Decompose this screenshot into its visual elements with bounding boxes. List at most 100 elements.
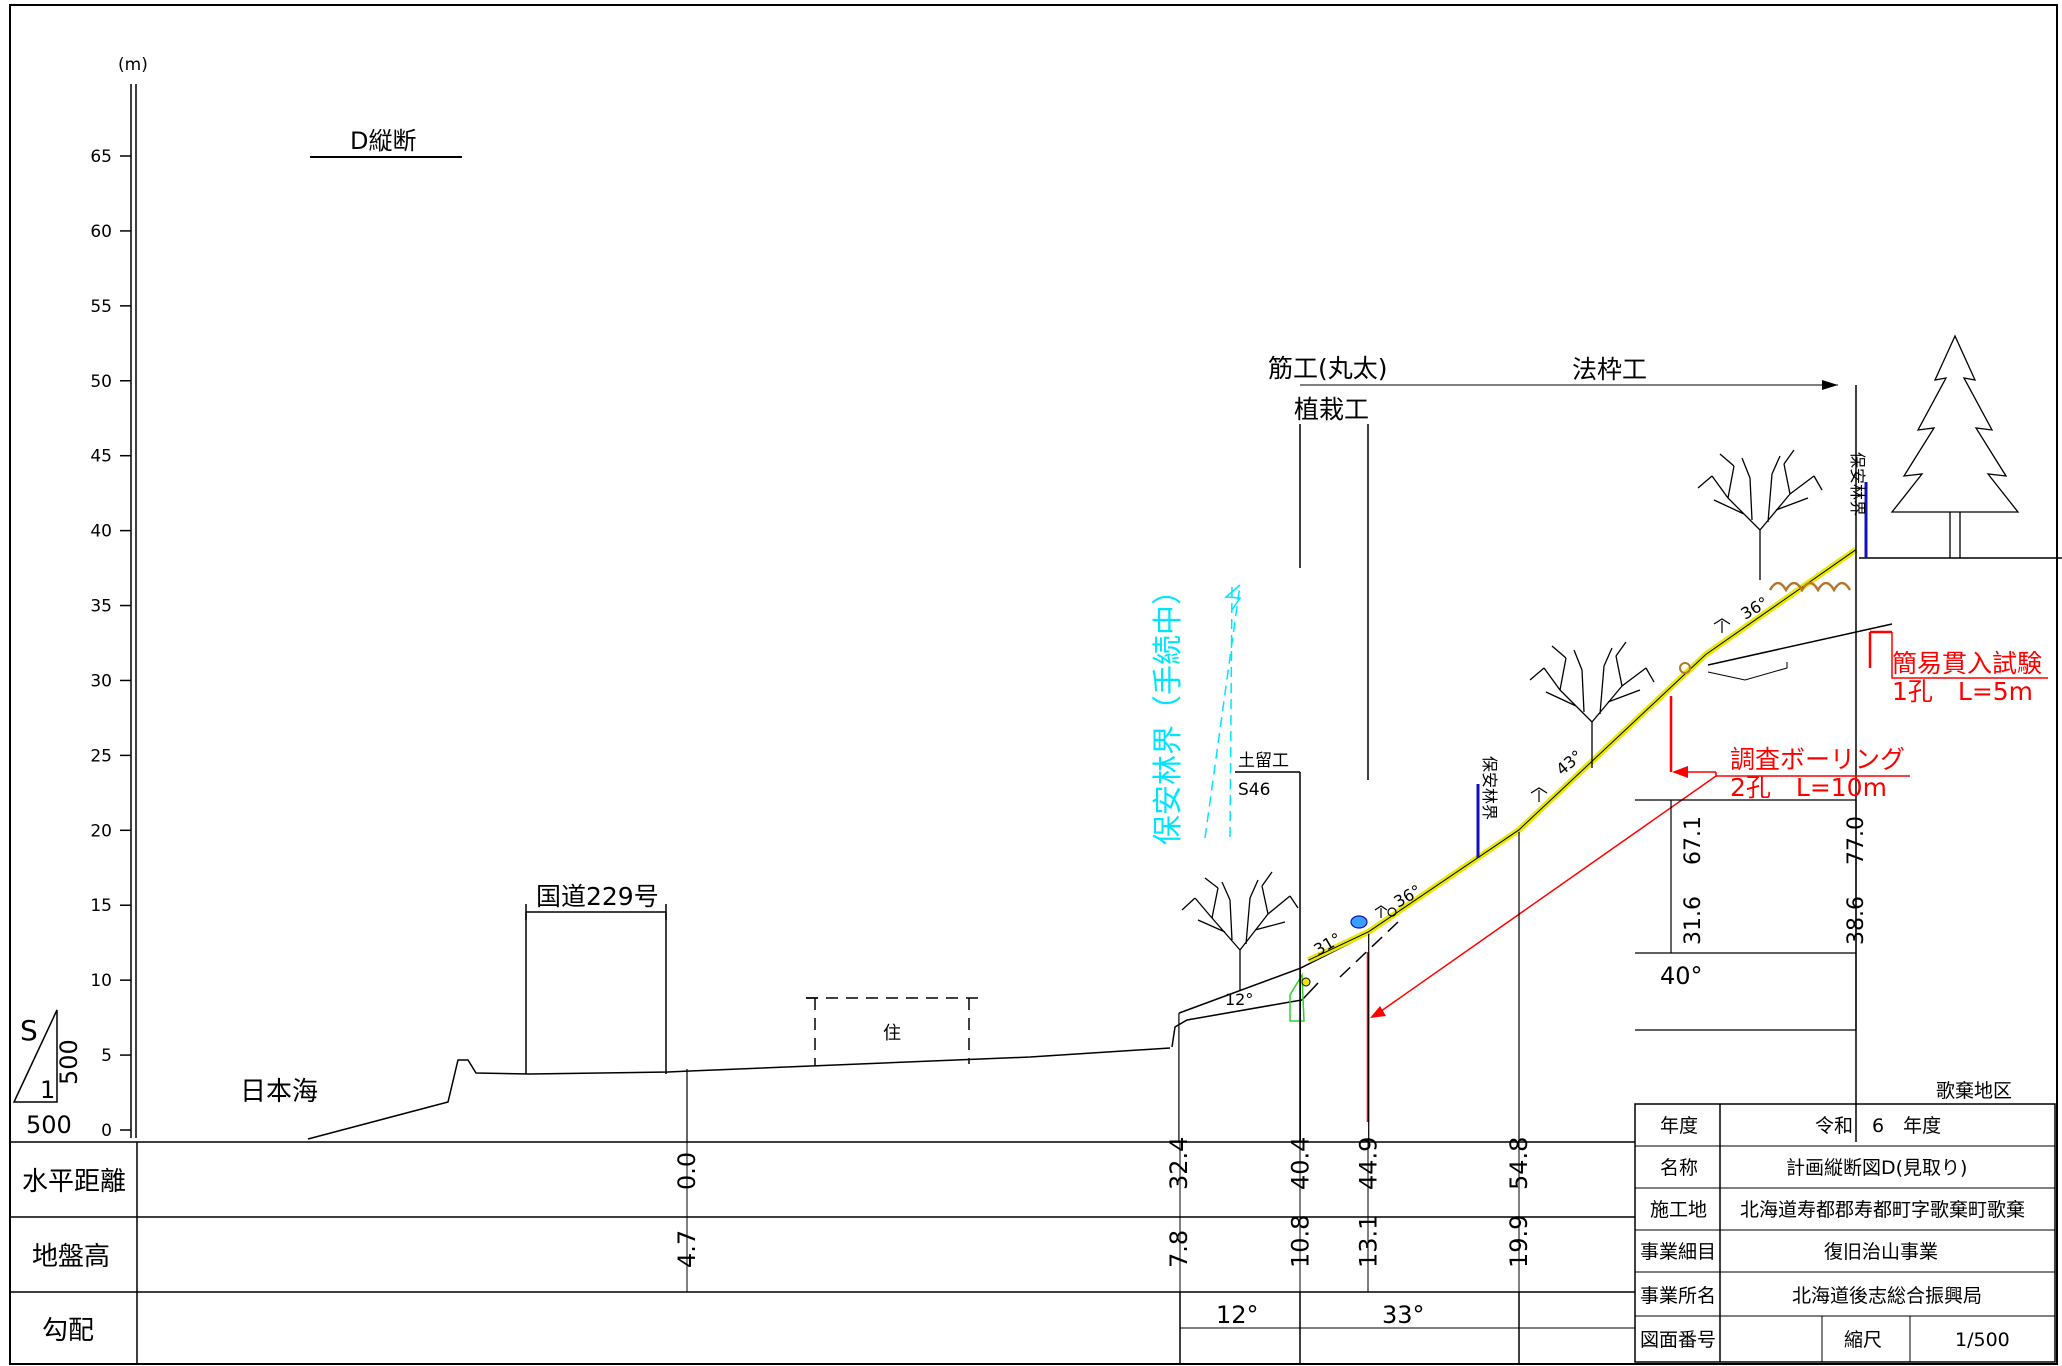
- elevation-tick-label: 40: [90, 522, 112, 542]
- work-line1-label: 筋工(丸太): [1268, 354, 1388, 383]
- tb-value-site: 北海道寿都郡寿都町字歌棄町歌棄: [1740, 1199, 2025, 1221]
- scale-triangle: S 1 500 500: [12, 1009, 83, 1139]
- elevation-tick-label: 65: [90, 147, 112, 167]
- svg-text:36°: 36°: [1391, 881, 1425, 912]
- station-lines: [686, 831, 1520, 1142]
- drawing-title: D縦断: [350, 127, 416, 155]
- penetration-test: 簡易貫入試験 1孔 L=5m: [1868, 630, 2048, 706]
- frame-work-label: 法枠工: [1572, 355, 1647, 384]
- conifer-tree: [1890, 334, 2020, 558]
- forest-boundary-pending-label: 保安林界（手続中）: [1151, 575, 1186, 845]
- distance-value: 44.9: [1355, 1137, 1383, 1190]
- boring-survey: 調査ボーリング 2孔 L=10m: [1366, 696, 1910, 1122]
- national-road: 国道229号: [525, 882, 667, 1074]
- elevation-tick-label: 60: [90, 222, 112, 242]
- row-label-gradient: 勾配: [42, 1316, 94, 1346]
- house-label: 住: [883, 1023, 901, 1044]
- tb-value-year: 令和 6 年度: [1815, 1115, 1941, 1137]
- svg-text:12°: 12°: [1225, 990, 1253, 1009]
- elevation-tick-label: 35: [90, 597, 112, 617]
- distance-value: 32.4: [1165, 1137, 1193, 1190]
- tree-middle: [1529, 641, 1655, 768]
- residence: 住: [806, 997, 980, 1066]
- elevation-tick-label: 50: [90, 372, 112, 392]
- aux-dist-1: 67.1: [1681, 816, 1706, 865]
- elevation-tick-label: 45: [90, 447, 112, 467]
- distance-value: 54.8: [1505, 1137, 1533, 1190]
- elevation-ticks: 0 5 10 15 20 25 30 35 40 45 50 55 60 65: [90, 147, 131, 1141]
- boring-spec-label: 2孔 L=10m: [1730, 773, 1887, 802]
- elevation-tick-label: 15: [90, 896, 112, 916]
- tb-value-scale: 1/500: [1955, 1329, 2010, 1351]
- plan-slope-outline: [1308, 549, 1857, 961]
- forest-boundary-lower: 保安林界: [1476, 756, 1499, 858]
- row-label-elevation: 地盤高: [32, 1242, 110, 1272]
- elevation-tick-label: 20: [90, 821, 112, 841]
- tb-label-site: 施工地: [1650, 1199, 1707, 1221]
- elevation-tick-label: 0: [101, 1121, 112, 1141]
- forest-boundary-lower-label: 保安林界: [1480, 756, 1499, 820]
- elevation-value: 10.8: [1286, 1215, 1314, 1268]
- work-extents: 筋工(丸太) 植栽工 法枠工: [1268, 354, 1857, 1142]
- work-line2-label: 植栽工: [1294, 395, 1369, 424]
- tb-label-name: 名称: [1660, 1157, 1698, 1179]
- svg-text:36°: 36°: [1738, 593, 1772, 624]
- tb-label-scale: 縮尺: [1844, 1329, 1882, 1351]
- retaining-year-label: S46: [1238, 780, 1270, 800]
- elevation-tick-label: 25: [90, 746, 112, 766]
- elevation-axis: (m) 0 5 10 15 20 25 30 35 40 45 50 55 60 65: [90, 55, 147, 1141]
- sheet-border: [9, 4, 2058, 1365]
- elevation-tick-label: 55: [90, 297, 112, 317]
- forest-boundary-upper: 保安林界: [1848, 452, 1868, 558]
- forest-boundary-pending: 保安林界（手続中）: [1151, 575, 1242, 845]
- scale-horizontal-label: 500: [26, 1111, 72, 1139]
- elevation-value: 7.8: [1165, 1230, 1193, 1268]
- inner-ground-line: [1707, 623, 1893, 666]
- aux-profile-table: 67.1 77.0 31.6 38.6 40°: [1635, 799, 1869, 1031]
- tree-upper: [1697, 449, 1852, 593]
- elevation-tick-label: 5: [101, 1046, 112, 1066]
- boring-survey-label: 調査ボーリング: [1730, 745, 1905, 774]
- tb-label-year: 年度: [1660, 1115, 1698, 1137]
- elevation-value: 19.9: [1505, 1215, 1533, 1268]
- aux-slope: 40°: [1660, 962, 1703, 990]
- tree-lower: [1181, 871, 1299, 990]
- distance-value: 40.4: [1286, 1137, 1314, 1190]
- scale-s-label: S: [20, 1014, 38, 1047]
- tb-label-category: 事業細目: [1640, 1241, 1716, 1263]
- penetration-test-label: 簡易貫入試験: [1892, 649, 2042, 678]
- elevation-tick-label: 30: [90, 671, 112, 691]
- gradient-value-1: 12°: [1216, 1301, 1259, 1329]
- axis-unit: (m): [118, 55, 148, 75]
- profile-table-values: 0.04.732.47.840.410.844.913.154.819.9: [673, 1137, 1533, 1268]
- aux-dist-2: 77.0: [1844, 816, 1869, 865]
- aux-elev-1: 31.6: [1681, 896, 1706, 945]
- row-label-distance: 水平距離: [22, 1167, 126, 1197]
- title-block: 歌棄地区 年度 令和 6 年度 名称 計画縦断図D(見取り) 施工地 北海道寿都…: [1634, 1080, 2056, 1363]
- retaining-wall: 土留工 S46: [1235, 751, 1311, 1142]
- forest-boundary-upper-label: 保安林界: [1848, 452, 1867, 516]
- scale-one-label: 1: [40, 1076, 55, 1104]
- vegetation-markers: [1350, 618, 1731, 929]
- ground-profile: [307, 982, 1319, 1140]
- tb-value-office: 北海道後志総合振興局: [1792, 1285, 1982, 1307]
- tb-value-name: 計画縦断図D(見取り): [1786, 1157, 1967, 1179]
- elevation-value: 4.7: [673, 1230, 701, 1268]
- aux-elev-2: 38.6: [1844, 896, 1869, 945]
- tb-label-drawing-no: 図面番号: [1640, 1329, 1716, 1351]
- gradient-value-2: 33°: [1382, 1301, 1425, 1329]
- tb-value-category: 復旧治山事業: [1824, 1241, 1938, 1263]
- sea-label: 日本海: [240, 1077, 318, 1107]
- penetration-spec-label: 1孔 L=5m: [1892, 677, 2033, 706]
- road-label: 国道229号: [536, 882, 659, 911]
- tb-label-office: 事業所名: [1640, 1285, 1716, 1307]
- profile-table: 水平距離 地盤高 勾配 12° 33°: [10, 1141, 1635, 1364]
- slope-toe-dash: [1339, 921, 1399, 978]
- scale-vertical-label: 500: [55, 1039, 83, 1085]
- elevation-tick-label: 10: [90, 971, 112, 991]
- distance-value: 0.0: [673, 1152, 701, 1190]
- district-label: 歌棄地区: [1936, 1080, 2012, 1102]
- aux-ground-line: [1707, 662, 1788, 681]
